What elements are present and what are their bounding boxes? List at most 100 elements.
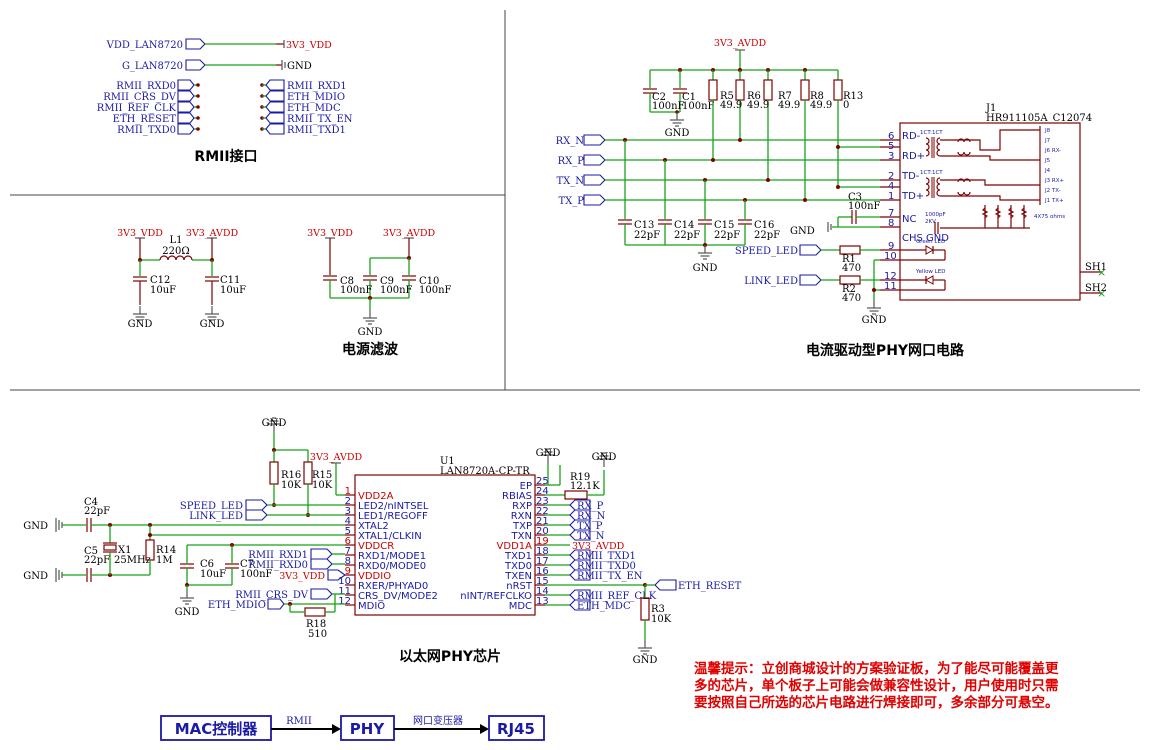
cap-ref: C15 [714,220,734,231]
res-value: 10K [651,614,672,625]
chip-pin-num: 5 [345,526,351,537]
cap-ref: C2 [652,92,666,103]
cap-value: 100nF [682,101,715,112]
connector-ref: J1 [985,103,996,114]
gnd-label: GND [693,263,718,274]
pin-name: NC [902,214,916,225]
cap-ref: C10 [419,276,439,287]
port-rmii-rxd0: RMII_RXD0 [116,81,176,92]
note-line: 温馨提示：立创商城设计的方案验证板，为了能尽可能覆盖更 [694,660,1059,677]
cap-value: 22pF [714,230,740,241]
chip-pin-name: TXP [512,521,532,532]
gnd-label: GND [262,418,287,429]
cap-ref: C5 [84,546,98,557]
pin-num: 9 [888,241,894,252]
res-ref: R19 [570,472,590,483]
crystal-value: 25MHz [114,555,151,566]
rj-pin: J3 RX+ [1044,178,1064,184]
res-value: 49.9 [720,100,742,111]
pin-num: 3 [888,151,894,162]
res-value: 12.1K [570,481,600,492]
res-value: 0 [843,100,849,111]
chip-pin-name: VDDCR [358,541,394,552]
chip-pin-num: 4 [345,516,351,527]
port-rmii-tx-en: RMII_TX_EN [287,114,353,125]
cap-label: 1000pF [925,212,946,218]
cap-ref: C3 [848,192,862,203]
res-ref: R6 [747,91,761,102]
chip-pin-num: 16 [536,566,549,577]
port-rmii-ref-clk: RMII_REF_CLK [97,103,177,114]
cap-value: 22pF [674,230,700,241]
flow-link-label: 网口变压器 [413,714,463,727]
port-rx-p: RX_P [558,156,585,167]
chip-pin-num: 11 [338,586,351,597]
net-gnd: GND [287,61,312,72]
cap-label: 2KV [925,219,936,225]
chip-pin-num: 12 [338,596,351,607]
port-rmii-txd0: RMII_TXD0 [117,125,176,136]
yellow-led-icon: Yellow LED [900,269,946,291]
res-value: 470 [842,293,861,304]
pin-name: RD- [902,131,921,142]
chip-pin-name: RBIAS [502,491,532,502]
chip-net-port: RMII_REF_CLK [577,591,657,602]
chip-right-ports: RX_PRX_NTX_PTX_N3V3_AVDDRMII_TXD1RMII_TX… [545,499,657,612]
pin-num: 1 [888,191,894,202]
flow-block-label: RJ45 [497,720,535,738]
chip-pin-num: 23 [536,496,549,507]
chip-pin-name: LED2/nINTSEL [358,501,429,512]
port-rmii-rxd1: RMII_RXD1 [248,550,308,561]
pin-num: 12 [884,271,897,282]
cap-value: 10uF [150,285,176,296]
chip-pin-num: 22 [536,506,549,517]
rj-pin: J7 [1044,138,1051,144]
res-value: 470 [842,263,861,274]
signal-flow-diagram: MAC控制器 RMII PHY 网口变压器 RJ45 [160,714,545,741]
chip-pin-name: RXP [512,501,532,512]
chip-pin-name: MDIO [358,601,385,612]
section-title-rmii: RMII接口 [194,148,257,165]
phy-signal-ports: RX_N RX_P TX_N TX_P [556,134,606,207]
chip-pin-num: 14 [536,586,549,597]
chip-pin-num: 19 [536,536,549,547]
port-speed-led: SPEED_LED [735,246,798,257]
chip-part: LAN8720A-CP-TR [440,466,530,477]
chip-pin-name: RXD1/MODE1 [358,551,426,562]
res-value: 49.9 [778,100,800,111]
chip-pin-name: RXER/PHYAD0 [358,581,428,592]
cap-value: 100nF [340,285,373,296]
gnd-label: GND [128,319,153,330]
res-ref: R14 [156,545,176,556]
res-value: 510 [308,629,327,640]
res-value: 49.9 [810,100,832,111]
pin-num: 8 [888,218,894,229]
chip-pin-name: nRST [506,581,533,592]
pin-num: 4 [888,181,894,192]
section-title-power: 电源滤波 [342,341,399,358]
net-3v3-vdd: 3V3_VDD [286,40,332,51]
res-ref: R16 [281,470,301,481]
pin-num: 6 [888,131,894,142]
net-label: 3V3_VDD [307,228,353,239]
chip-pin-name: VDDIO [358,571,391,582]
port-eth-reset: ETH_RESET [678,581,742,592]
gnd-label: GND [592,452,617,463]
gnd-label: GND [200,319,225,330]
port-rmii-crs-dv: RMII_CRS_DV [103,92,177,103]
chip-net-port: RX_N [577,511,606,522]
chip-pin-name: RXN [511,511,532,522]
cap-ref: C9 [380,276,394,287]
flow-block-rj45 [488,715,545,741]
res-value: 1M [156,555,173,566]
crystal-icon [103,544,117,551]
cap-ref: C12 [150,275,170,286]
chip-pin-num: 9 [345,566,351,577]
chip-pin-num: 1 [345,486,351,497]
chip-net-port: TX_P [577,521,603,532]
chip-pin-num: 15 [536,576,549,587]
cap-ref: C8 [340,276,354,287]
